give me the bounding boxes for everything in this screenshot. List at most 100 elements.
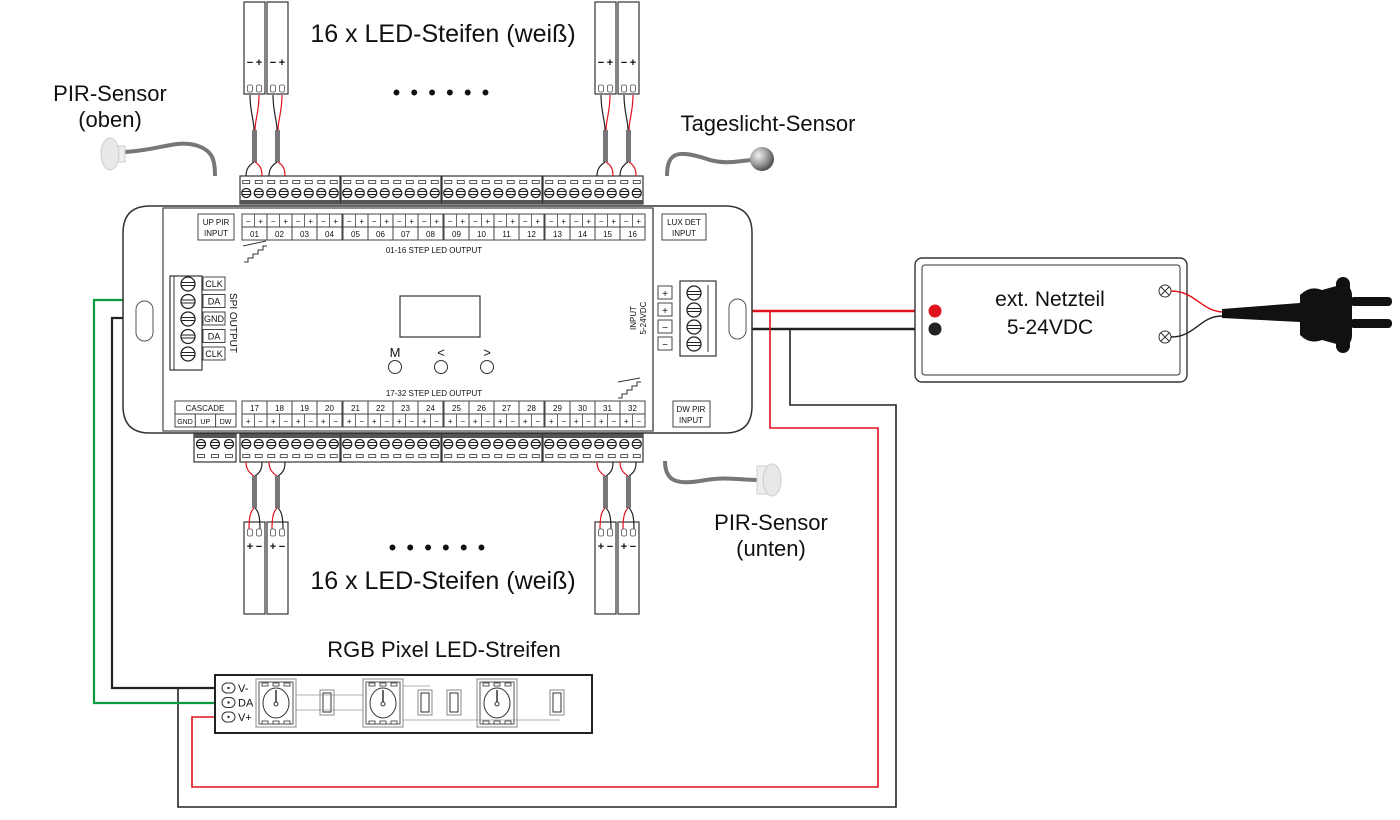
up-pir-label-2: INPUT (204, 229, 228, 238)
strip-pad-label: + (256, 57, 262, 69)
channel-polarity: − (586, 417, 591, 426)
white-led-strip: −+ (617, 1, 640, 177)
channel-number: 16 (628, 230, 637, 239)
channel-polarity: − (271, 217, 276, 226)
bottom-output-label: 17-32 STEP LED OUTPUT (386, 389, 482, 398)
channel-polarity: + (372, 417, 377, 426)
lux-det-label: LUX DET (667, 218, 701, 227)
spi-pin-label: CLK (205, 349, 223, 359)
channel-polarity: − (296, 217, 301, 226)
spi-pin-label: DA (208, 332, 221, 342)
cascade-pin-label: GND (177, 419, 193, 426)
button-label: < (437, 345, 445, 360)
white-led-strip: +− (617, 461, 640, 615)
top-channel-labels: 01−+02−+03−+04−+05−+06−+07−+08−+09−+10−+… (241, 213, 646, 241)
input-voltage-label: 5-24VDC (639, 301, 648, 334)
spi-pin-label: GND (204, 314, 225, 324)
channel-number: 29 (553, 404, 562, 413)
top-strips-label: 16 x LED-Steifen (weiß) (310, 20, 575, 48)
channel-number: 23 (401, 404, 410, 413)
rgb-pin-label: V- (238, 683, 249, 695)
channel-number: 09 (452, 230, 461, 239)
spi-output-label: SPI OUTPUT (227, 293, 238, 353)
channel-polarity: − (510, 417, 515, 426)
strip-pad-label: − (630, 541, 636, 553)
rgb-strip-pins: V-DAV+ (221, 682, 254, 724)
mounting-slot (135, 300, 154, 342)
white-led-strip: −+ (266, 1, 289, 177)
terminal-blocks (193, 175, 644, 463)
channel-polarity: + (246, 417, 251, 426)
button-label: > (483, 345, 491, 360)
channel-polarity: + (434, 217, 439, 226)
channel-polarity: − (283, 417, 288, 426)
spi-screws (180, 276, 196, 362)
strip-pad-label: − (621, 57, 627, 69)
channel-polarity: + (359, 217, 364, 226)
resistor (319, 689, 335, 716)
channel-polarity: − (308, 417, 313, 426)
channel-polarity: + (599, 417, 604, 426)
channel-polarity: − (321, 217, 326, 226)
white-led-strip: +− (243, 461, 266, 615)
channel-polarity: + (636, 217, 641, 226)
lux-det-label-2: INPUT (672, 229, 696, 238)
terminal-block (193, 433, 237, 463)
channel-polarity: − (460, 417, 465, 426)
channel-polarity: + (586, 217, 591, 226)
channel-number: 24 (426, 404, 435, 413)
channel-number: 15 (603, 230, 612, 239)
channel-polarity: + (448, 417, 453, 426)
control-button[interactable] (480, 360, 494, 374)
rgb-strip-label: RGB Pixel LED-Streifen (327, 637, 561, 662)
power-pin-label: + (662, 306, 668, 317)
terminal-block (340, 175, 442, 205)
channel-polarity: + (624, 417, 629, 426)
channel-polarity: + (523, 417, 528, 426)
strip-pad-label: − (279, 541, 285, 553)
spi-pin-label: DA (208, 297, 221, 307)
channel-polarity: − (422, 217, 427, 226)
button-label: M (390, 345, 401, 360)
channel-polarity: − (434, 417, 439, 426)
control-button[interactable] (388, 360, 402, 374)
channel-number: 01 (250, 230, 259, 239)
stairs-up-icon (242, 240, 267, 263)
terminal-block (441, 175, 543, 205)
strip-pad-label: + (621, 541, 627, 553)
top-output-label: 01-16 STEP LED OUTPUT (386, 246, 482, 255)
channel-polarity: − (611, 417, 616, 426)
white-led-strip: +− (266, 461, 289, 615)
pir-top-sublabel: (oben) (78, 107, 142, 132)
channel-polarity: + (397, 417, 402, 426)
rgb-vminus-return-wire (177, 329, 897, 808)
channel-polarity: + (574, 417, 579, 426)
channel-number: 03 (300, 230, 309, 239)
channel-number: 05 (351, 230, 360, 239)
cascade-pin-label: DW (220, 419, 232, 426)
terminal-block (441, 433, 543, 463)
strip-pad-label: − (607, 541, 613, 553)
white-led-strips: −++−−++−−++−−++− (243, 1, 640, 615)
resistor (549, 689, 565, 716)
power-screws (686, 285, 702, 352)
channel-polarity: − (359, 417, 364, 426)
control-button[interactable] (434, 360, 448, 374)
channel-number: 26 (477, 404, 486, 413)
white-led-strip: +− (594, 461, 617, 615)
channel-polarity: + (549, 417, 554, 426)
channel-polarity: + (296, 417, 301, 426)
display-screen (399, 295, 481, 338)
channel-polarity: − (636, 417, 641, 426)
channel-number: 21 (351, 404, 360, 413)
channel-number: 22 (376, 404, 385, 413)
channel-polarity: + (347, 417, 352, 426)
dw-pir-label-2: INPUT (679, 416, 703, 425)
channel-polarity: − (333, 417, 338, 426)
white-led-strip: −+ (594, 1, 617, 177)
strip-pad-label: + (630, 57, 636, 69)
channel-polarity: − (574, 217, 579, 226)
channel-polarity: + (422, 417, 427, 426)
bottom-channel-labels: 17+−18+−19+−20+−21+−22+−23+−24+−25+−26+−… (241, 400, 646, 428)
channel-polarity: + (283, 217, 288, 226)
